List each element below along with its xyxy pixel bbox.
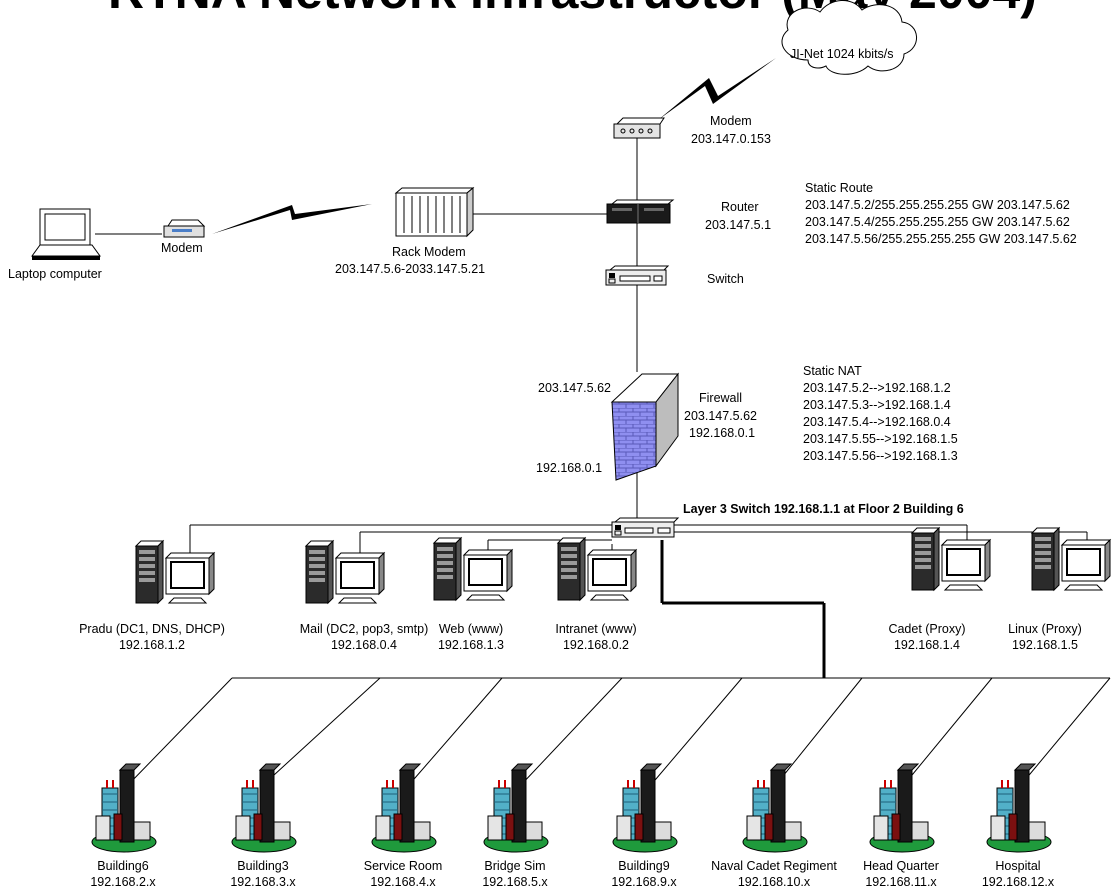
server-name: Pradu (DC1, DNS, DHCP) — [79, 622, 225, 636]
building-name: Service Room — [364, 859, 443, 873]
server-workstation-icon: Intranet (www) 192.168.0.2 — [555, 536, 638, 652]
building-icon: Building3 192.168.3.x — [230, 763, 297, 889]
building-icon: Building6 192.168.2.x — [90, 763, 157, 889]
firewall-left-top-ip: 203.147.5.62 — [538, 381, 611, 395]
firewall-ip-inner: 192.168.0.1 — [689, 426, 755, 440]
static-route-title: Static Route — [805, 181, 873, 195]
building-subnet: 192.168.5.x — [482, 875, 548, 889]
static-route-line: 203.147.5.2/255.255.255.255 GW 203.147.5… — [805, 198, 1070, 212]
building-name: Naval Cadet Regiment — [711, 859, 837, 873]
building-icon: Hospital 192.168.12.x — [982, 763, 1055, 889]
server-workstation-icon: Linux (Proxy) 192.168.1.5 — [1008, 526, 1112, 652]
rack-modem-label: Rack Modem — [392, 245, 466, 259]
server-workstation-icon: Pradu (DC1, DNS, DHCP) 192.168.1.2 — [79, 539, 225, 652]
router-icon — [606, 199, 675, 224]
building-subnet: 192.168.10.x — [738, 875, 811, 889]
buildings: Building6 192.168.2.x Building3 192.168.3.x… — [90, 763, 1055, 889]
static-nat-line: 203.147.5.4-->192.168.0.4 — [803, 415, 951, 429]
firewall-icon — [610, 372, 680, 481]
server-name: Web (www) — [439, 622, 503, 636]
connections — [95, 138, 1111, 787]
rack-modem-icon — [394, 186, 475, 238]
building-subnet: 192.168.12.x — [982, 875, 1055, 889]
server-name: Cadet (Proxy) — [888, 622, 965, 636]
wireless-link-icon — [658, 58, 776, 120]
router-ip: 203.147.5.1 — [705, 218, 771, 232]
building-icon: Service Room 192.168.4.x — [364, 763, 443, 889]
modem-icon — [613, 117, 665, 139]
building-icon: Bridge Sim 192.168.5.x — [482, 763, 549, 889]
server-workstation-icon: Web (www) 192.168.1.3 — [432, 536, 514, 652]
building-name: Building9 — [618, 859, 669, 873]
firewall-label: Firewall — [699, 391, 742, 405]
building-icon: Head Quarter 192.168.11.x — [863, 763, 939, 889]
dialup-link-icon — [212, 204, 372, 234]
server-workstation-icon: Mail (DC2, pop3, smtp) 192.168.0.4 — [300, 539, 429, 652]
building-name: Building6 — [97, 859, 148, 873]
building-subnet: 192.168.9.x — [611, 875, 677, 889]
firewall-ip-outer: 203.147.5.62 — [684, 409, 757, 423]
building-name: Building3 — [237, 859, 288, 873]
server-ip: 192.168.0.4 — [331, 638, 397, 652]
static-nat-title: Static NAT — [803, 364, 862, 378]
cloud-label: JI-Net 1024 kbits/s — [790, 47, 894, 61]
static-nat-line: 203.147.5.55-->192.168.1.5 — [803, 432, 958, 446]
internet-cloud-icon — [781, 0, 917, 75]
building-subnet: 192.168.4.x — [370, 875, 436, 889]
server-ip: 192.168.1.2 — [119, 638, 185, 652]
switch-icon — [605, 265, 670, 286]
server-ip: 192.168.0.2 — [563, 638, 629, 652]
modem-label: Modem — [710, 114, 752, 128]
servers: Pradu (DC1, DNS, DHCP) 192.168.1.2 Mail (D… — [79, 526, 1112, 652]
server-workstation-icon: Cadet (Proxy) 192.168.1.4 — [888, 526, 992, 652]
building-icon: Building9 192.168.9.x — [611, 763, 678, 889]
server-name: Linux (Proxy) — [1008, 622, 1082, 636]
static-route-line: 203.147.5.56/255.255.255.255 GW 203.147.… — [805, 232, 1077, 246]
static-nat-line: 203.147.5.56-->192.168.1.3 — [803, 449, 958, 463]
building-name: Hospital — [995, 859, 1040, 873]
switch-label: Switch — [707, 272, 744, 286]
rack-modem-range: 203.147.5.6-2033.147.5.21 — [335, 262, 485, 276]
building-subnet: 192.168.3.x — [230, 875, 296, 889]
building-name: Bridge Sim — [484, 859, 545, 873]
building-name: Head Quarter — [863, 859, 939, 873]
server-ip: 192.168.1.3 — [438, 638, 504, 652]
static-nat-line: 203.147.5.2-->192.168.1.2 — [803, 381, 951, 395]
router-label: Router — [721, 200, 759, 214]
layer3-switch-icon — [611, 517, 680, 538]
static-nat-line: 203.147.5.3-->192.168.1.4 — [803, 398, 951, 412]
laptop-icon — [31, 208, 101, 260]
server-ip: 192.168.1.4 — [894, 638, 960, 652]
server-name: Mail (DC2, pop3, smtp) — [300, 622, 429, 636]
modem-ip: 203.147.0.153 — [691, 132, 771, 146]
modem-icon — [163, 219, 206, 238]
building-subnet: 192.168.2.x — [90, 875, 156, 889]
server-ip: 192.168.1.5 — [1012, 638, 1078, 652]
static-route-line: 203.147.5.4/255.255.255.255 GW 203.147.5… — [805, 215, 1070, 229]
building-subnet: 192.168.11.x — [865, 875, 937, 889]
layer3-switch-label: Layer 3 Switch 192.168.1.1 at Floor 2 Bu… — [683, 502, 964, 516]
laptop-modem-label: Modem — [161, 241, 203, 255]
building-icon: Naval Cadet Regiment 192.168.10.x — [711, 763, 837, 889]
firewall-left-bottom-ip: 192.168.0.1 — [536, 461, 602, 475]
laptop-label: Laptop computer — [8, 267, 102, 281]
server-name: Intranet (www) — [555, 622, 636, 636]
